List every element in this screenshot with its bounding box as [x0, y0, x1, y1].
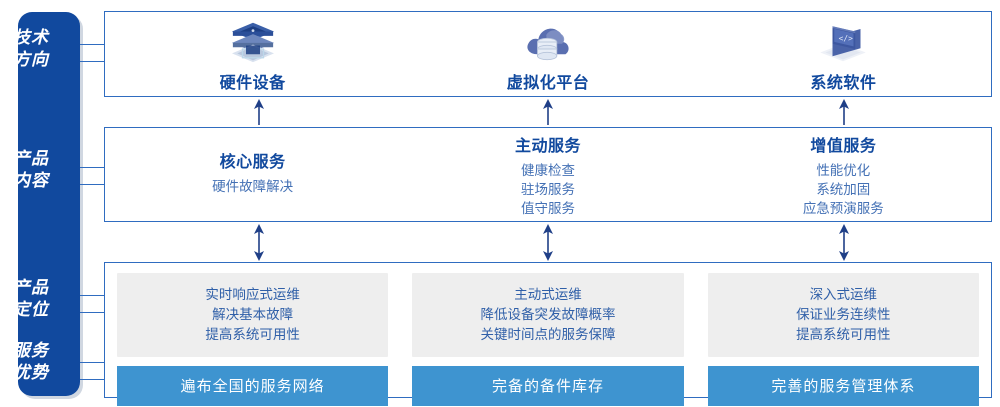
- rail-label-service-advantage: 服务 优势: [0, 340, 62, 384]
- connector-line: [80, 362, 106, 363]
- tech-item-hardware[interactable]: 硬件设备: [105, 12, 400, 96]
- connector-line: [80, 184, 106, 185]
- rail-label-line: 产品: [13, 278, 49, 297]
- positioning-line: 提高系统可用性: [205, 327, 300, 342]
- positioning-line: 实时响应式运维: [205, 287, 300, 302]
- positioning-line: 主动式运维: [514, 287, 582, 302]
- positioning-group-indepth[interactable]: 深入式运维 保证业务连续性 提高系统可用性 完善的服务管理体系: [696, 263, 991, 406]
- advantage-bar-management-system[interactable]: 完善的服务管理体系: [707, 366, 979, 406]
- service-list-item: 值守服务: [520, 200, 575, 216]
- rail-label-product-content: 产品 内容: [0, 148, 62, 192]
- server-stack-icon: [231, 22, 274, 63]
- connector-line: [80, 295, 106, 296]
- service-list-item: 系统加固: [816, 181, 871, 197]
- positioning-card: 深入式运维 保证业务连续性 提高系统可用性: [707, 273, 979, 357]
- advantage-bar-spare-parts[interactable]: 完备的备件库存: [412, 366, 684, 406]
- rail-label-line: 定位: [13, 300, 49, 319]
- positioning-group-realtime[interactable]: 实时响应式运维 解决基本故障 提高系统可用性 遍布全国的服务网络: [105, 263, 400, 406]
- service-list-item: 应急预演服务: [802, 200, 884, 216]
- positioning-line: 深入式运维: [809, 287, 878, 302]
- tech-item-title: 系统软件: [810, 75, 877, 92]
- positioning-line: 保证业务连续性: [796, 307, 891, 322]
- service-list-item: 性能优化: [816, 162, 871, 178]
- service-group-title: 核心服务: [219, 153, 286, 171]
- arrow-up-hardware: [254, 99, 264, 125]
- positioning-card: 主动式运维 降低设备突发故障概率 关键时间点的服务保障: [412, 273, 684, 357]
- service-group-title: 增值服务: [810, 137, 877, 155]
- connector-line: [80, 167, 106, 168]
- positioning-group-proactive[interactable]: 主动式运维 降低设备突发故障概率 关键时间点的服务保障 完备的备件库存: [400, 263, 695, 406]
- service-list-item: 驻场服务: [520, 181, 575, 197]
- rail-label-line: 产品: [13, 149, 49, 168]
- rail-label-line: 服务: [13, 341, 49, 360]
- tech-item-virtualization[interactable]: 虚拟化平台: [400, 12, 695, 96]
- tech-item-title: 硬件设备: [219, 75, 286, 92]
- positioning-line: 解决基本故障: [212, 307, 294, 322]
- rail-label-line: 内容: [13, 171, 49, 190]
- service-group-list: 性能优化 系统加固 应急预演服务: [803, 161, 884, 218]
- rail-label-line: 技术: [13, 28, 49, 47]
- product-content-panel: 核心服务 硬件故障解决 主动服务 健康检查 驻场服务 值守服务 增值服务 性能优…: [104, 127, 992, 222]
- connector-line: [80, 379, 106, 380]
- service-group-value-added[interactable]: 增值服务 性能优化 系统加固 应急预演服务: [696, 128, 991, 221]
- service-group-list: 健康检查 驻场服务 值守服务: [521, 161, 575, 218]
- cloud-database-icon: [527, 28, 569, 61]
- tech-direction-panel: 硬件设备 虚拟化平台: [104, 11, 992, 97]
- service-group-list: 硬件故障解决: [212, 177, 293, 196]
- rail-label-tech-direction: 技术 方向: [0, 27, 62, 71]
- service-list-item: 硬件故障解决: [212, 178, 294, 194]
- arrow-double-value-added: [839, 224, 849, 261]
- rail-label-line: 方向: [13, 50, 49, 69]
- service-list-item: 健康检查: [520, 162, 575, 178]
- positioning-line: 关键时间点的服务保障: [480, 327, 616, 342]
- positioning-line: 提高系统可用性: [796, 327, 891, 342]
- connector-line: [80, 61, 106, 62]
- service-group-title: 主动服务: [514, 137, 581, 155]
- arrow-up-system-software: [839, 99, 849, 125]
- positioning-advantage-panel: 实时响应式运维 解决基本故障 提高系统可用性 遍布全国的服务网络 主动式运维 降…: [104, 262, 992, 406]
- arrow-double-proactive: [543, 224, 553, 261]
- connector-line: [80, 312, 106, 313]
- positioning-card: 实时响应式运维 解决基本故障 提高系统可用性: [117, 273, 389, 357]
- tech-item-system-software[interactable]: </> 系统软件: [696, 12, 991, 96]
- arrow-double-core: [254, 224, 264, 261]
- svg-text:</>: </>: [839, 34, 853, 43]
- connector-line: [80, 44, 106, 45]
- advantage-bar-service-network[interactable]: 遍布全国的服务网络: [117, 366, 389, 406]
- arrow-up-virtualization: [543, 99, 553, 125]
- category-rail: [18, 12, 80, 396]
- rail-label-product-position: 产品 定位: [0, 277, 62, 321]
- rail-label-line: 优势: [13, 363, 49, 382]
- service-group-core[interactable]: 核心服务 硬件故障解决: [105, 128, 400, 221]
- laptop-code-icon: </>: [820, 26, 867, 62]
- positioning-line: 降低设备突发故障概率: [480, 307, 616, 322]
- service-group-proactive[interactable]: 主动服务 健康检查 驻场服务 值守服务: [400, 128, 695, 221]
- tech-item-title: 虚拟化平台: [506, 75, 590, 92]
